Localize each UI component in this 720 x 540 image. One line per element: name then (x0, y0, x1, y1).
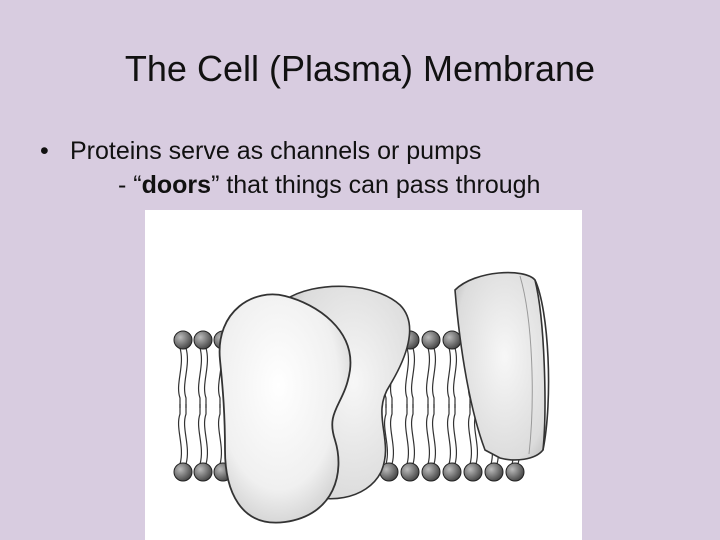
membrane-diagram-svg (173, 271, 550, 524)
subline-prefix: - “ (118, 171, 142, 199)
bullet-item: • Proteins serve as channels or pumps (40, 134, 700, 168)
bullet-marker: • (40, 137, 49, 165)
channel-protein-front (218, 293, 352, 524)
phospholipid (379, 404, 399, 482)
subline-suffix: ” that things can pass through (211, 171, 541, 199)
phospholipid (193, 330, 213, 408)
phospholipid (193, 404, 213, 482)
bullet-list: • Proteins serve as channels or pumps - “… (40, 134, 700, 202)
phospholipid (442, 330, 462, 408)
phospholipid (400, 404, 420, 482)
bullet-subline: - “doors” that things can pass through (40, 168, 700, 202)
slide-title: The Cell (Plasma) Membrane (124, 48, 596, 89)
phospholipid (173, 330, 193, 408)
bullet-text: Proteins serve as channels or pumps (70, 137, 482, 165)
phospholipid (173, 404, 193, 482)
phospholipid (421, 404, 441, 482)
membrane-illustration (145, 210, 582, 540)
channel-protein-right (454, 271, 550, 461)
phospholipid (442, 404, 462, 482)
subline-bold-word: doors (141, 171, 212, 199)
phospholipid (421, 330, 441, 408)
